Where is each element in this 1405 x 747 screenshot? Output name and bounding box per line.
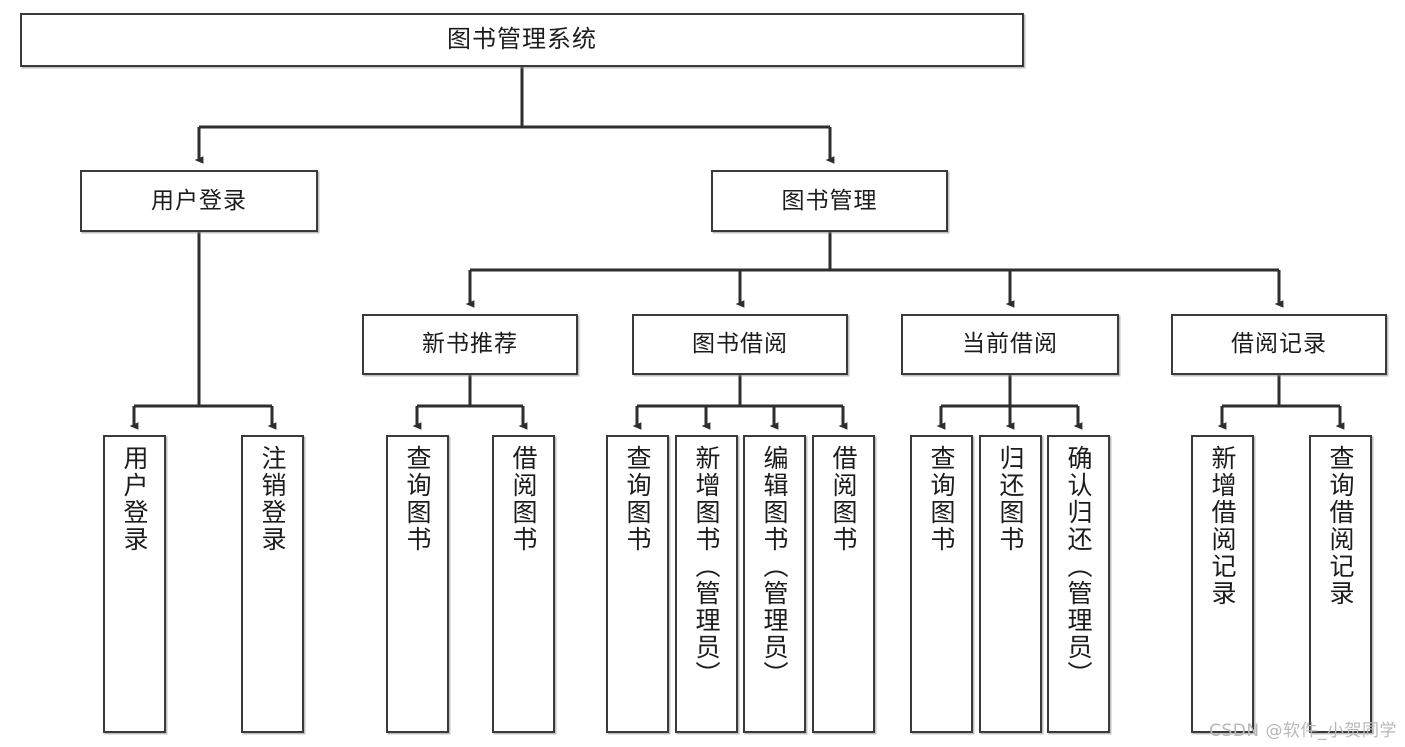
leaf-borrow-record-add-record[interactable]: 新增借阅记录 xyxy=(1191,435,1254,733)
node-root[interactable]: 图书管理系统 xyxy=(20,13,1024,67)
leaf-label: 查询图书 xyxy=(403,445,432,553)
leaf-label: 新增图书（管理员） xyxy=(692,445,721,688)
leaf-book-borrow-borrow-book[interactable]: 借阅图书 xyxy=(812,435,875,733)
node-new-book-recommend[interactable]: 新书推荐 xyxy=(362,314,578,375)
watermark: CSDN @软件_小贺同学 xyxy=(1209,721,1397,741)
node-book-management[interactable]: 图书管理 xyxy=(711,170,948,232)
leaf-label: 归还图书 xyxy=(996,445,1025,553)
leaf-current-borrow-return-book[interactable]: 归还图书 xyxy=(979,435,1042,733)
leaf-current-borrow-confirm-return[interactable]: 确认归还（管理员） xyxy=(1047,435,1110,733)
node-new-book-recommend-label: 新书推荐 xyxy=(422,331,518,358)
node-current-borrow-label: 当前借阅 xyxy=(962,331,1058,358)
leaf-label: 用户登录 xyxy=(120,445,149,553)
node-borrow-record-label: 借阅记录 xyxy=(1231,331,1327,358)
leaf-book-borrow-edit-book[interactable]: 编辑图书（管理员） xyxy=(743,435,806,733)
leaf-label: 确认归还（管理员） xyxy=(1064,445,1093,688)
leaf-label: 查询图书 xyxy=(623,445,652,553)
leaf-book-borrow-query-book[interactable]: 查询图书 xyxy=(606,435,669,733)
leaf-user-login-login[interactable]: 用户登录 xyxy=(103,435,166,733)
leaf-book-borrow-add-book[interactable]: 新增图书（管理员） xyxy=(675,435,738,733)
leaf-borrow-record-query-record[interactable]: 查询借阅记录 xyxy=(1309,435,1372,733)
node-book-management-label: 图书管理 xyxy=(781,187,878,214)
node-borrow-record[interactable]: 借阅记录 xyxy=(1171,314,1387,375)
node-user-login-label: 用户登录 xyxy=(151,187,247,214)
node-user-login[interactable]: 用户登录 xyxy=(80,170,318,232)
node-book-borrow[interactable]: 图书借阅 xyxy=(632,314,848,375)
leaf-label: 新增借阅记录 xyxy=(1208,445,1237,607)
leaf-label: 查询图书 xyxy=(927,445,956,553)
leaf-label: 借阅图书 xyxy=(509,445,538,553)
node-current-borrow[interactable]: 当前借阅 xyxy=(901,314,1119,375)
leaf-label: 查询借阅记录 xyxy=(1326,445,1355,607)
node-book-borrow-label: 图书借阅 xyxy=(692,331,788,358)
leaf-new-book-query-book[interactable]: 查询图书 xyxy=(386,435,449,733)
leaf-label: 编辑图书（管理员） xyxy=(760,445,789,688)
leaf-new-book-borrow-book[interactable]: 借阅图书 xyxy=(492,435,555,733)
leaf-current-borrow-query-book[interactable]: 查询图书 xyxy=(910,435,973,733)
leaf-label: 借阅图书 xyxy=(829,445,858,553)
leaf-user-login-logout[interactable]: 注销登录 xyxy=(241,435,304,733)
node-root-label: 图书管理系统 xyxy=(447,25,597,54)
leaf-label: 注销登录 xyxy=(258,445,287,553)
